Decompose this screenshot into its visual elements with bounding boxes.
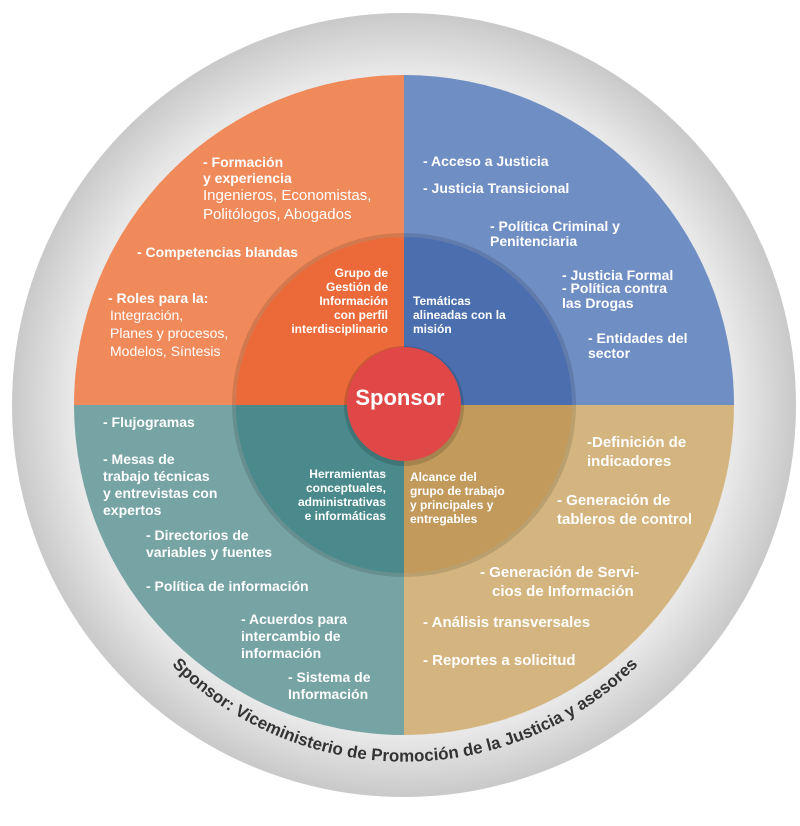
inner-top-left [236,237,404,405]
item-roles: - Roles para la: [108,290,209,306]
item-competencias: - Competencias blandas [137,244,299,260]
item-flujogramas: - Flujogramas [103,414,195,430]
item-transicional: - Justicia Transicional [423,180,570,196]
item-acceso: - Acceso a Justicia [423,153,549,169]
center-sponsor-label: Sponsor [355,385,445,410]
item-formal: - Justicia Formal [562,267,674,283]
item-formacion: - Formación y experiencia [203,154,292,186]
item-servicios: - Generación de Servi-cios de Informació… [480,564,640,600]
inner-bottom-left [236,405,404,573]
item-reportes: - Reportes a solicitud [423,652,576,669]
center-circle [347,347,461,461]
item-politica: - Política de información [146,578,309,594]
inner-top-right [404,237,572,405]
item-formacion-detail: Ingenieros, Economistas,Politólogos, Abo… [203,187,372,223]
item-roles-detail: Integración,Planes y procesos,Modelos, S… [110,307,229,359]
inner-bottom-right [404,405,572,573]
item-analisis: - Análisis transversales [423,614,591,631]
